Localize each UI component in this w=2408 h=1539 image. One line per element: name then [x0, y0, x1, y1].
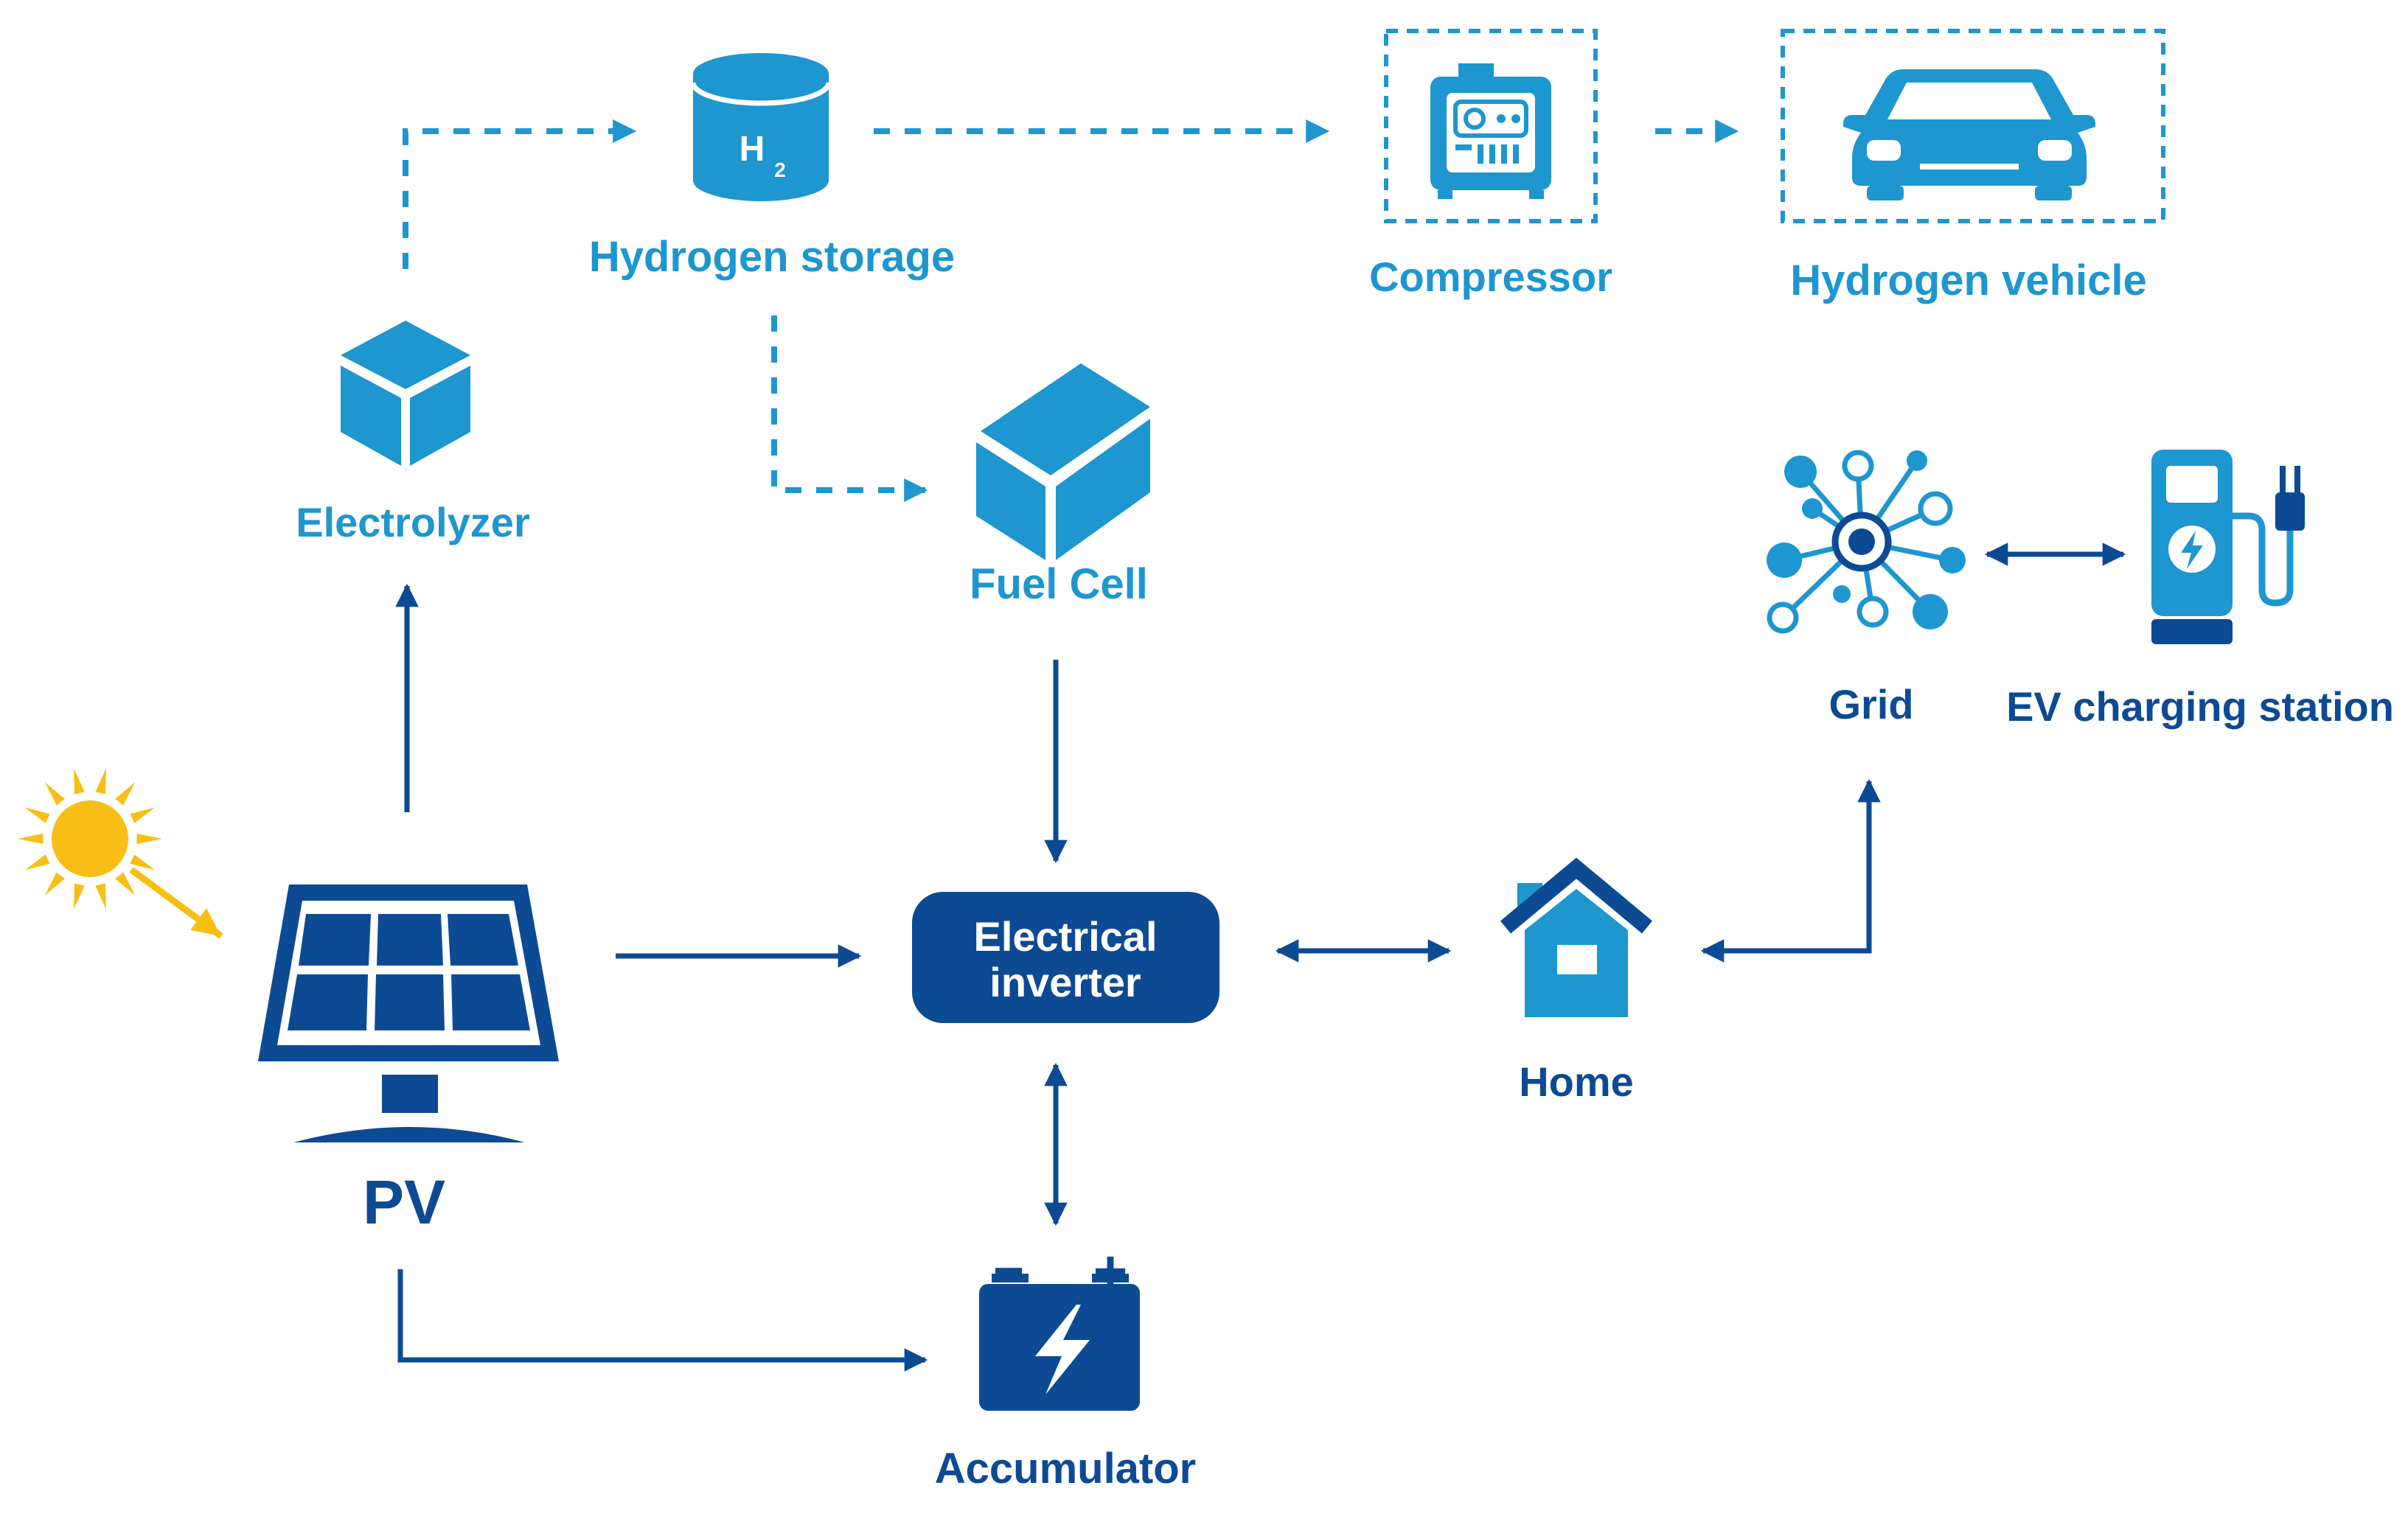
sun-ray	[18, 834, 44, 844]
label-ev-charging-station: EV charging station	[2006, 683, 2394, 730]
solar-panel-icon	[258, 884, 559, 1142]
arrow-storage-to-fuelcell	[771, 315, 928, 502]
sun-ray	[130, 854, 156, 870]
battery-minus: −	[993, 1241, 1024, 1300]
label-inverter-line1: Electrical	[973, 913, 1157, 960]
box-icon	[976, 363, 1150, 560]
arrow-electrolyzer-to-storage	[403, 119, 637, 269]
house-icon	[1500, 857, 1653, 1017]
sun-ray	[130, 807, 156, 823]
battery-plus: +	[1093, 1238, 1128, 1304]
label-hydrogen-vehicle: Hydrogen vehicle	[1790, 256, 2146, 304]
sun-icon	[18, 768, 223, 939]
sun-ray	[136, 834, 162, 844]
sun-ray	[74, 768, 85, 795]
car-icon	[1781, 29, 2165, 223]
cube-icon	[341, 321, 470, 466]
sun-ray	[74, 883, 85, 910]
network-icon	[1767, 450, 1966, 634]
compressor-icon	[1384, 29, 1598, 223]
inverter-box	[912, 892, 1219, 1023]
label-compressor: Compressor	[1369, 254, 1612, 300]
label-accumulator: Accumulator	[935, 1445, 1197, 1493]
sun-ray	[24, 854, 50, 870]
label-grid: Grid	[1828, 681, 1913, 727]
sun-ray	[24, 807, 50, 823]
sun-ray	[44, 782, 65, 806]
sun-ray	[115, 782, 136, 806]
power-flow-arrows	[395, 542, 2126, 1372]
sun-ray	[44, 872, 65, 896]
battery-icon: − +	[979, 1238, 1140, 1411]
label-home: Home	[1519, 1058, 1634, 1105]
h2-subscript: 2	[774, 158, 786, 181]
cylinder-tank-icon: H 2	[690, 53, 832, 201]
label-fuel-cell: Fuel Cell	[970, 560, 1148, 608]
ev-charger-icon	[2151, 450, 2305, 644]
h2-symbol: H	[740, 130, 765, 169]
node-labels: Electrolyzer Hydrogen storage Compressor…	[296, 233, 2394, 1493]
label-inverter-line2: inverter	[989, 959, 1141, 1005]
sun-ray	[95, 768, 106, 795]
sun-ray	[115, 872, 136, 896]
label-electrolyzer: Electrolyzer	[296, 499, 530, 545]
arrow-home-to-grid	[1700, 778, 1881, 963]
arrow-pv-to-accumulator	[397, 1269, 928, 1372]
label-pv: PV	[363, 1168, 445, 1237]
label-hydrogen-storage: Hydrogen storage	[589, 233, 955, 281]
hydrogen-flow-arrows	[403, 119, 1739, 502]
sun-ray	[95, 883, 106, 910]
